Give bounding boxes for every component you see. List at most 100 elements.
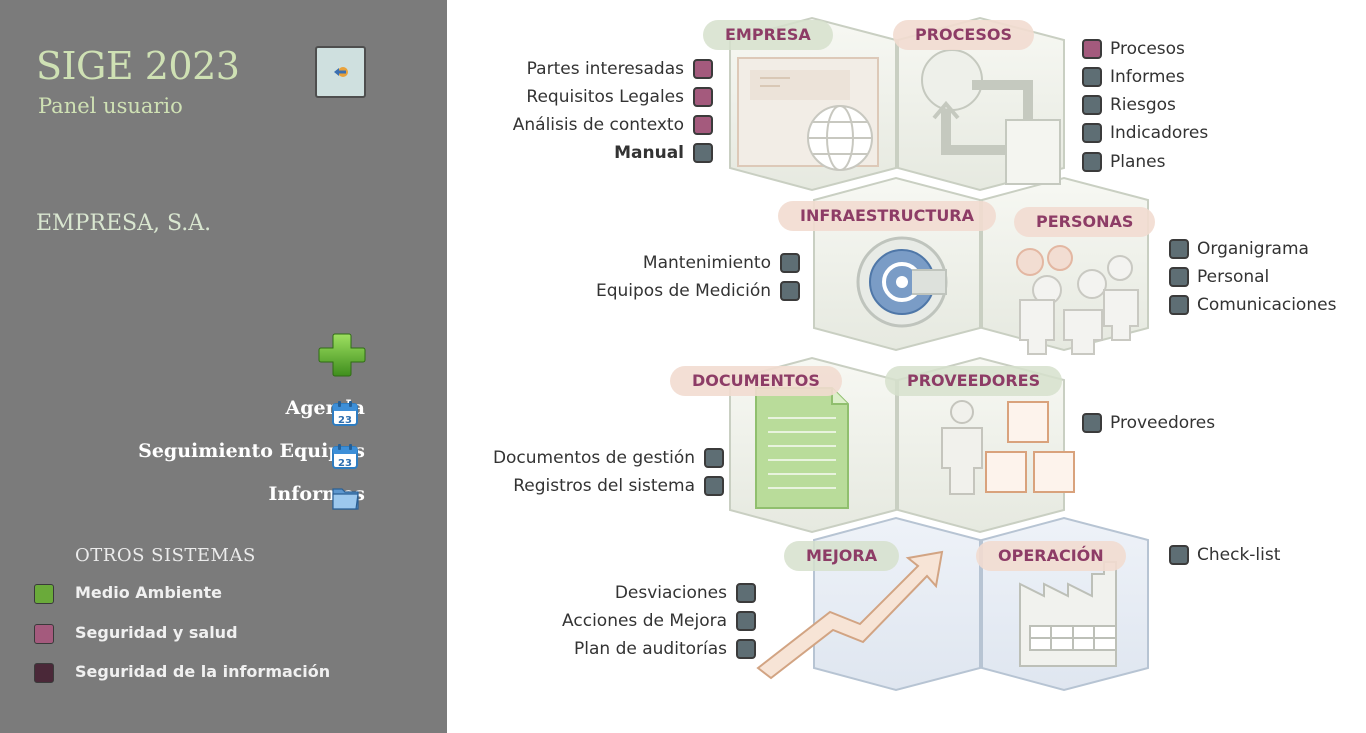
link-riesgos[interactable]: Riesgos [1082, 94, 1176, 116]
link-square [693, 115, 713, 135]
link-label: Equipos de Medición [595, 281, 771, 301]
back-button[interactable] [315, 46, 366, 98]
section-proveedores[interactable]: PROVEEDORES [885, 366, 1063, 396]
factory-icon [1019, 561, 1117, 667]
link-label: Plan de auditorías [574, 639, 727, 659]
link-label: Personal [1197, 267, 1270, 287]
link-square [780, 281, 800, 301]
link-label: Comunicaciones [1197, 295, 1337, 315]
people-icon [1016, 245, 1139, 355]
link-square [693, 59, 713, 79]
color-square [34, 663, 54, 683]
link-documentos-gestion[interactable]: Documentos de gestión [493, 447, 724, 469]
section-personas[interactable]: PERSONAS [1014, 207, 1156, 237]
link-acciones-mejora[interactable]: Acciones de Mejora [562, 610, 756, 632]
link-square [1169, 267, 1189, 287]
section-procesos[interactable]: PROCESOS [893, 20, 1034, 50]
hex-diagram [729, 16, 1149, 692]
link-label: Check-list [1197, 545, 1281, 565]
calendar-icon[interactable]: 23 [331, 442, 359, 470]
link-desviaciones[interactable]: Desviaciones [615, 582, 756, 604]
link-manual[interactable]: Manual [614, 142, 713, 164]
link-square [780, 253, 800, 273]
link-label: Riesgos [1110, 95, 1176, 115]
link-registros-sistema[interactable]: Registros del sistema [513, 475, 724, 497]
back-arrow-icon [334, 67, 348, 77]
link-comunicaciones[interactable]: Comunicaciones [1169, 294, 1336, 316]
link-square [704, 448, 724, 468]
link-label: Procesos [1110, 39, 1185, 59]
link-label: Informes [1110, 67, 1185, 87]
link-label: Desviaciones [614, 583, 727, 603]
link-personal[interactable]: Personal [1169, 266, 1269, 288]
link-requisitos-legales[interactable]: Requisitos Legales [526, 86, 713, 108]
company-name: EMPRESA, S.A. [36, 211, 212, 236]
link-square [1169, 545, 1189, 565]
link-procesos[interactable]: Procesos [1082, 38, 1185, 60]
link-square [736, 639, 756, 659]
link-indicadores[interactable]: Indicadores [1082, 122, 1208, 144]
section-infraestructura[interactable]: INFRAESTRUCTURA [778, 201, 997, 231]
plus-icon[interactable] [318, 332, 366, 378]
supplier-icon [941, 400, 1075, 495]
section-operacion[interactable]: OPERACIÓN [976, 541, 1126, 571]
window-globe-icon [737, 57, 879, 171]
link-proveedores[interactable]: Proveedores [1082, 412, 1215, 434]
gear-icon [856, 236, 948, 328]
color-square [34, 584, 54, 604]
link-square [704, 476, 724, 496]
link-label: Proveedores [1110, 413, 1216, 433]
link-analisis-contexto[interactable]: Análisis de contexto [513, 114, 713, 136]
link-label: Indicadores [1110, 123, 1209, 143]
color-square [34, 624, 54, 644]
link-label: Organigrama [1197, 239, 1309, 259]
process-flow-icon [921, 49, 1061, 185]
link-label: Planes [1110, 152, 1166, 172]
app-subtitle: Panel usuario [38, 94, 183, 118]
link-equipos-medicion[interactable]: Equipos de Medición [596, 280, 800, 302]
link-square [1082, 67, 1102, 87]
folder-icon[interactable] [331, 484, 361, 512]
link-square [1082, 413, 1102, 433]
link-square [693, 143, 713, 163]
link-plan-auditorias[interactable]: Plan de auditorías [574, 638, 756, 660]
section-documentos[interactable]: DOCUMENTOS [670, 366, 842, 396]
link-label: Requisitos Legales [526, 87, 684, 107]
other-item-label: Seguridad de la información [75, 662, 331, 681]
section-empresa[interactable]: EMPRESA [703, 20, 833, 50]
link-square [693, 87, 713, 107]
document-icon [755, 387, 849, 509]
link-square [1082, 39, 1102, 59]
link-planes[interactable]: Planes [1082, 151, 1165, 173]
link-square [1082, 123, 1102, 143]
link-label: Manual [614, 143, 684, 163]
link-organigrama[interactable]: Organigrama [1169, 238, 1309, 260]
link-square [1082, 152, 1102, 172]
link-label: Partes interesadas [526, 59, 684, 79]
app-title: SIGE 2023 [36, 44, 240, 88]
svg-text:23: 23 [338, 458, 352, 469]
link-label: Análisis de contexto [512, 115, 684, 135]
link-square [736, 611, 756, 631]
link-square [1082, 95, 1102, 115]
other-item-label: Medio Ambiente [75, 583, 223, 602]
improvement-arrow-icon [756, 550, 944, 680]
sidebar: SIGE 2023 Panel usuario EMPRESA, S.A. Ag… [0, 0, 447, 733]
otros-sistemas-title: OTROS SISTEMAS [75, 545, 256, 566]
other-item-label: Seguridad y salud [75, 623, 238, 642]
link-label: Documentos de gestión [492, 448, 695, 468]
svg-text:23: 23 [338, 415, 352, 426]
section-mejora[interactable]: MEJORA [784, 541, 900, 571]
link-informes[interactable]: Informes [1082, 66, 1185, 88]
link-label: Acciones de Mejora [562, 611, 727, 631]
link-square [736, 583, 756, 603]
link-label: Mantenimiento [642, 253, 771, 273]
link-label: Registros del sistema [513, 476, 695, 496]
calendar-icon[interactable]: 23 [331, 399, 359, 427]
link-square [1169, 295, 1189, 315]
link-mantenimiento[interactable]: Mantenimiento [643, 252, 800, 274]
link-partes-interesadas[interactable]: Partes interesadas [527, 58, 713, 80]
link-square [1169, 239, 1189, 259]
seguimiento-equipos-link[interactable]: Seguimiento Equipos [138, 440, 365, 462]
link-check-list[interactable]: Check-list [1169, 544, 1280, 566]
